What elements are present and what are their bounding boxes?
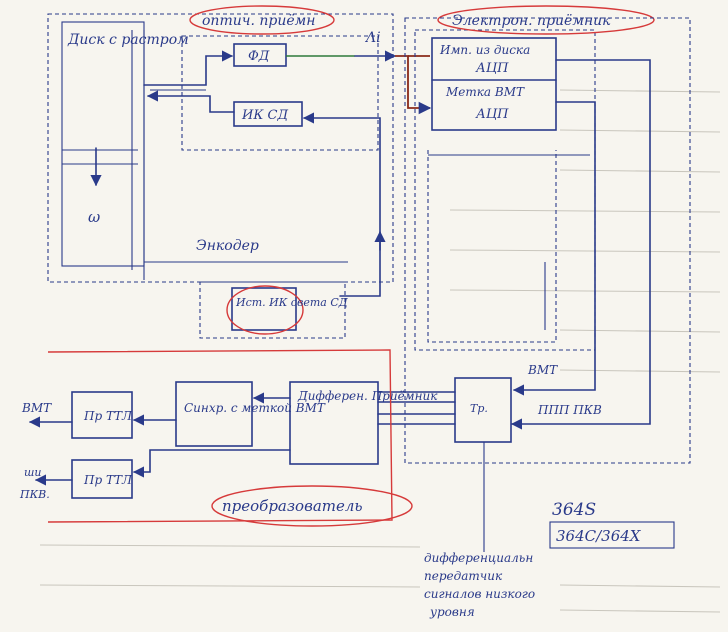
note-line-3: сигналов низкого [424,587,535,601]
ir-source-box [231,287,297,331]
part-number-box [549,521,675,549]
outer-right-region [404,17,691,464]
converter-region [47,349,393,523]
tr-label: Тр. [470,402,488,415]
adc2-label: АЦП [475,107,509,122]
optical-receiver-label: оптич. приёмн [202,13,315,29]
vmt-mark-label: Метка ВМТ [445,85,525,99]
vmt-out-label: ВМТ [21,401,52,415]
note-line-4: уровня [429,605,475,619]
converter-label: преобразователь [222,497,363,515]
pulses-label: Имп. из диска [439,43,530,57]
ir-source-oval [226,285,304,335]
electronic-receiver-region [414,29,596,351]
omega-label: ω [88,208,100,226]
ir-led-label: ИК СД [241,108,288,123]
diff-receiver-label-1: Дифферен. Приёмник [297,389,438,403]
disk-label: Диск с растром [67,32,189,48]
pr-ttl-block-1 [71,391,133,439]
part-number-2: 364C/364X [556,527,642,545]
sync-vmt-label: Синхр. с меткой ВМТ [184,401,326,415]
note-line-2: передатчик [424,569,503,583]
optical-receiver-oval [189,5,335,35]
pr-ttl-label-1: Пр ТТЛ [83,409,133,423]
fd-label: ФД [248,49,270,64]
tr-block [454,377,512,443]
background-ghost-lines [39,89,721,613]
note-line-1: дифференциальн [424,551,533,565]
ir-source-label: Ист. ИК света СД [235,296,349,309]
adc1-label: АЦП [475,61,509,76]
pkv-out-label: ПКВ. [19,488,50,501]
pr-ttl-block-2 [71,459,133,499]
part-number-1: 364S [552,500,596,520]
electronic-receiver-label: Электрон. приёмник [452,13,611,29]
adc-block [431,37,557,131]
pr-ttl-label-2: Пр ТТЛ [83,473,133,487]
ir-led-box [233,101,303,127]
shi-out-label: ши [24,466,42,479]
sync-vmt-block [175,381,253,447]
encoder-region [47,13,394,283]
diff-receiver-block [289,381,379,465]
electronic-receiver-oval [437,5,655,35]
li-label: Λi [364,30,381,46]
vmt-in-label: ВМТ [527,363,558,377]
optical-receiver-region [181,35,379,151]
encoder-label: Энкодер [196,238,259,254]
ir-source-region [199,281,346,339]
ppp-pkv-label: ППП ПКВ [537,403,602,417]
fd-box [233,43,287,67]
converter-oval [211,485,413,527]
